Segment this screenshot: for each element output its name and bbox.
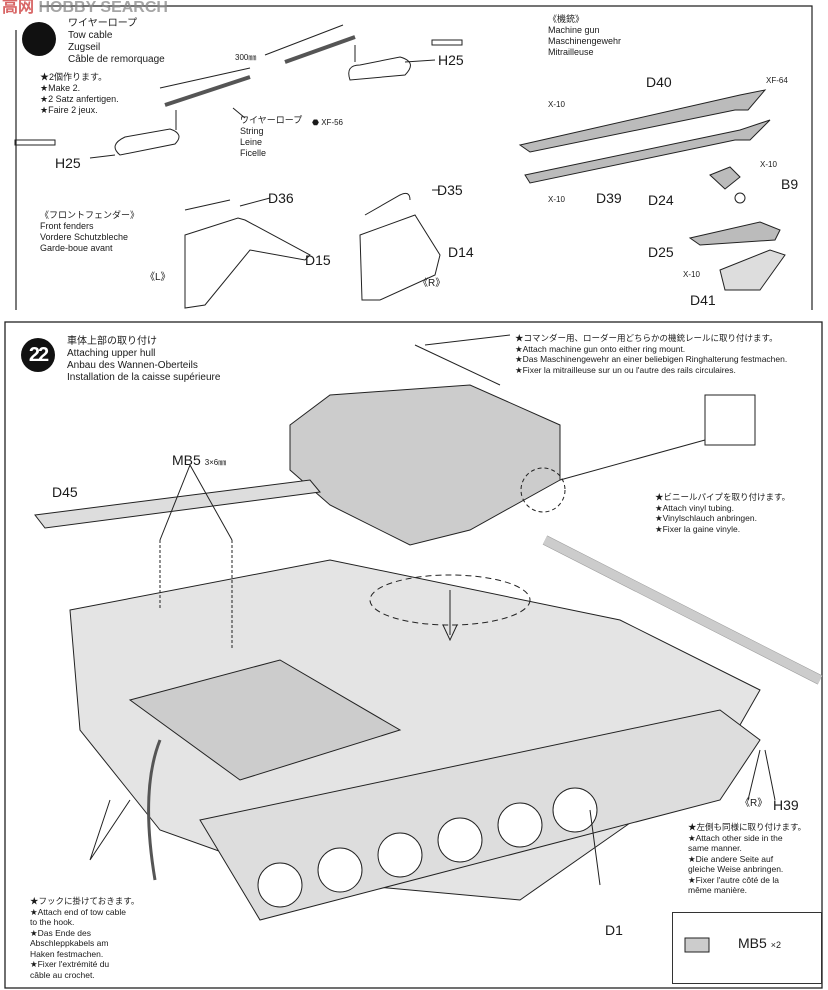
part-d24: D24 <box>648 192 674 208</box>
arrow-line <box>175 45 356 130</box>
step-22-badge: 22 <box>21 338 55 372</box>
watermark: 高网 HOBBY SEARCH <box>2 0 168 16</box>
part-d35: D35 <box>437 182 463 198</box>
part-d15: D15 <box>305 252 331 268</box>
engine-deck <box>128 659 402 781</box>
glue-tube-right <box>431 39 463 46</box>
part-d24 <box>709 166 741 190</box>
road-wheels <box>257 787 598 908</box>
paint-x10: X-10 <box>548 195 565 204</box>
tow-cable-de: Zugseil <box>68 42 101 53</box>
turret <box>289 384 561 546</box>
tow-cable-fr: Câble de remorquage <box>68 54 165 65</box>
step22-title-en: Attaching upper hull <box>67 348 156 359</box>
make-two-note: ★2個作ります。★Make 2.★2 Satz anfertigen.★Fair… <box>40 72 119 115</box>
part-d1: D1 <box>605 922 623 938</box>
paint-xf56: ⬣ XF-56 <box>312 118 344 127</box>
part-d41 <box>719 249 786 291</box>
turret-rotation-arrow <box>369 574 531 626</box>
part-h25-left: H25 <box>55 155 81 171</box>
paint-xf64: XF-64 <box>766 76 788 85</box>
tow-cable-jp: ワイヤーロープ <box>68 18 138 29</box>
right-marker: 《R》 <box>740 798 768 809</box>
h25-right-part <box>348 56 411 81</box>
h25-left-part <box>114 128 180 156</box>
tow-cable-en: Tow cable <box>68 30 113 41</box>
down-arrow <box>442 590 458 642</box>
paint-x10: X-10 <box>683 270 700 279</box>
paint-x10: X-10 <box>548 100 565 109</box>
leader-line <box>89 749 776 886</box>
detail-box <box>704 394 756 446</box>
part-b9: B9 <box>781 176 799 192</box>
paint-x10: X-10 <box>760 160 777 169</box>
part-d36 <box>184 197 271 211</box>
part-d40: D40 <box>646 74 672 90</box>
ring-mount-note: ★コマンダー用、ローダー用どちらかの機銃レールに取り付けます。★Attach m… <box>515 333 788 375</box>
leader-line <box>89 59 436 159</box>
part-d36: D36 <box>268 190 294 206</box>
tow-cable-on-hull <box>147 739 162 881</box>
vinyl-tubing-note: ★ビニールパイプを取り付けます。★Attach vinyl tubing.★Vi… <box>655 492 791 534</box>
screw-mb5-label: MB5 3×6㎜ <box>172 452 227 468</box>
step22-title-de: Anbau des Wannen-Oberteils <box>67 360 198 371</box>
part-d25: D25 <box>648 244 674 260</box>
detail-circle <box>520 467 566 513</box>
left-marker: 《L》 <box>145 272 171 283</box>
fender-right-d14 <box>359 214 441 301</box>
part-d39: D39 <box>596 190 622 206</box>
glue-tube-left <box>14 139 56 146</box>
part-d25 <box>688 221 781 246</box>
part-d41: D41 <box>690 292 716 308</box>
cable-left <box>164 75 251 107</box>
dimension-line <box>159 24 344 89</box>
top-panel-border <box>40 5 813 310</box>
screw-guide-line <box>159 540 233 650</box>
fender-left-d15 <box>184 217 311 309</box>
screw-parts-box <box>672 912 822 984</box>
part-d45: D45 <box>52 484 78 500</box>
screw-box-label: MB5 ×2 <box>738 935 781 951</box>
leader-line <box>414 334 706 481</box>
step22-title-fr: Installation de la caisse supérieure <box>67 372 221 383</box>
part-b9 <box>734 192 746 204</box>
cable-length: 300㎜ <box>235 53 257 62</box>
right-marker: 《R》 <box>418 278 446 289</box>
step22-title-jp: 車体上部の取り付け <box>67 336 157 347</box>
mb5-screw-drawing <box>684 937 710 953</box>
step22-panel-border <box>4 321 823 989</box>
step-number-badge <box>22 22 56 56</box>
part-h39: H39 <box>773 797 799 813</box>
part-h25-right: H25 <box>438 52 464 68</box>
part-d14: D14 <box>448 244 474 260</box>
part-d45 <box>34 479 321 529</box>
part-d35 <box>364 189 440 216</box>
cable-right <box>284 35 356 64</box>
gun-d40 <box>518 89 767 153</box>
gun-d39 <box>524 119 771 184</box>
leader-line <box>159 464 233 541</box>
gun-barrel-fill <box>542 535 823 685</box>
